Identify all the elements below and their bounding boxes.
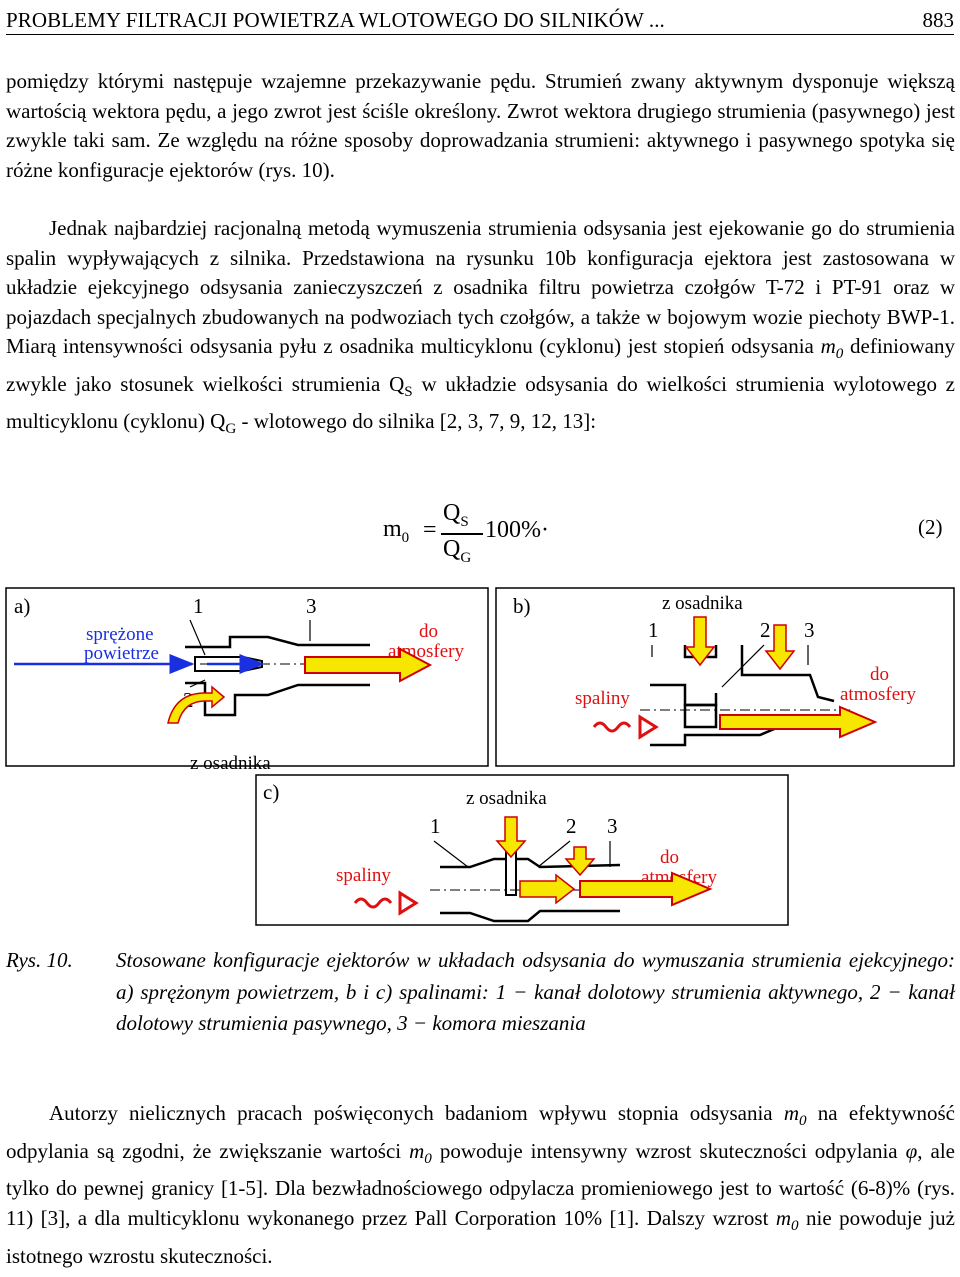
yellow-down-arrow-b-2 <box>764 624 796 671</box>
fraction-bar <box>441 533 483 535</box>
panel-a-frame <box>5 587 489 767</box>
label-c-3: 3 <box>607 814 618 838</box>
panel-c-frame <box>255 774 789 926</box>
eq-numerator: QS <box>443 500 469 530</box>
panel-a-label: a) <box>14 594 30 618</box>
label-c-1: 1 <box>430 814 441 838</box>
panel-b-frame <box>495 587 955 767</box>
label-b-3: 3 <box>804 618 815 642</box>
running-title: PROBLEMY FILTRACJI POWIETRZA WLOTOWEGO D… <box>6 8 665 32</box>
symbol-m0: m0 <box>820 334 844 363</box>
sub-s: S <box>404 383 413 400</box>
yellow-down-arrow-c-1 <box>495 816 527 859</box>
page-number: 883 <box>922 8 955 32</box>
label-a-3: 3 <box>306 594 317 618</box>
label-outlet-a-1: do <box>419 621 438 642</box>
label-inlet-a-1: sprężone <box>86 624 154 645</box>
panel-c-label: c) <box>263 780 279 804</box>
p2-text-4: - wlotowego do silnika [2, 3, 7, 9, 12, … <box>236 409 597 434</box>
label-c-inlet: spaliny <box>336 865 391 886</box>
panel-b: b) z osadnika 1 2 3 spaliny do atmosfery <box>513 593 916 747</box>
caption-text: Stosowane konfiguracje ejektorów w układ… <box>116 948 955 1035</box>
label-b-outlet-1: do <box>870 664 889 685</box>
label-b-inlet: spaliny <box>575 688 630 709</box>
panel-c: c) z osadnika 1 2 3 spaliny do atmosfery <box>263 780 717 923</box>
yellow-inflow-arrow-a <box>167 685 226 724</box>
label-c-outlet-1: do <box>660 847 679 868</box>
yellow-outflow-arrow-c <box>579 871 713 907</box>
eq-denominator: QG <box>443 536 472 566</box>
p2-text-1: Jednak najbardziej racjonalną metodą wym… <box>6 216 955 358</box>
yellow-down-arrow-b-1 <box>684 616 716 667</box>
label-a-bottom: z osadnika <box>190 753 271 774</box>
equation-number: (2) <box>918 515 943 539</box>
paragraph-2: Jednak najbardziej racjonalną metodą wym… <box>6 214 955 445</box>
paragraph-3: Autorzy nielicznych pracach poświęconych… <box>6 1101 955 1268</box>
figure-10: a) sprężone powietrze do atmosfery 1 3 2… <box>5 587 955 926</box>
eq-factor: 100%· <box>485 517 549 543</box>
p2-text-3: w układzie odsysania do wielkości strumi… <box>6 371 956 434</box>
label-b-2: 2 <box>760 618 771 642</box>
sub-g: G <box>225 421 237 438</box>
yellow-outflow-arrow-b <box>719 705 878 739</box>
exhaust-wave-b <box>592 721 632 733</box>
label-c-2: 2 <box>566 814 577 838</box>
eq-lhs: m0 <box>383 516 410 546</box>
panel-b-label: b) <box>513 594 531 618</box>
eq-equals: = <box>423 517 437 543</box>
p2-text-2: definiowany zwykle jako stosunek wielkoś… <box>6 334 955 396</box>
yellow-down-arrow-c-2 <box>564 846 596 877</box>
label-b-top: z osadnika <box>662 593 743 614</box>
yellow-outflow-arrow-a <box>304 647 433 683</box>
paragraph-1: pomiędzy którymi następuje wzajemne prze… <box>6 69 955 182</box>
label-b-outlet-2: atmosfery <box>840 684 916 705</box>
label-b-1: 1 <box>648 618 659 642</box>
equation-2: m0 = QS QG 100%· <box>383 500 583 572</box>
label-inlet-a-2: powietrze <box>84 643 159 664</box>
label-a-1: 1 <box>193 594 204 618</box>
panel-a: a) sprężone powietrze do atmosfery 1 3 2… <box>14 594 464 774</box>
label-c-top: z osadnika <box>466 788 547 809</box>
exhaust-wave-c <box>353 897 393 909</box>
running-header: PROBLEMY FILTRACJI POWIETRZA WLOTOWEGO D… <box>6 4 954 35</box>
caption-label: Rys. 10. <box>6 948 73 972</box>
